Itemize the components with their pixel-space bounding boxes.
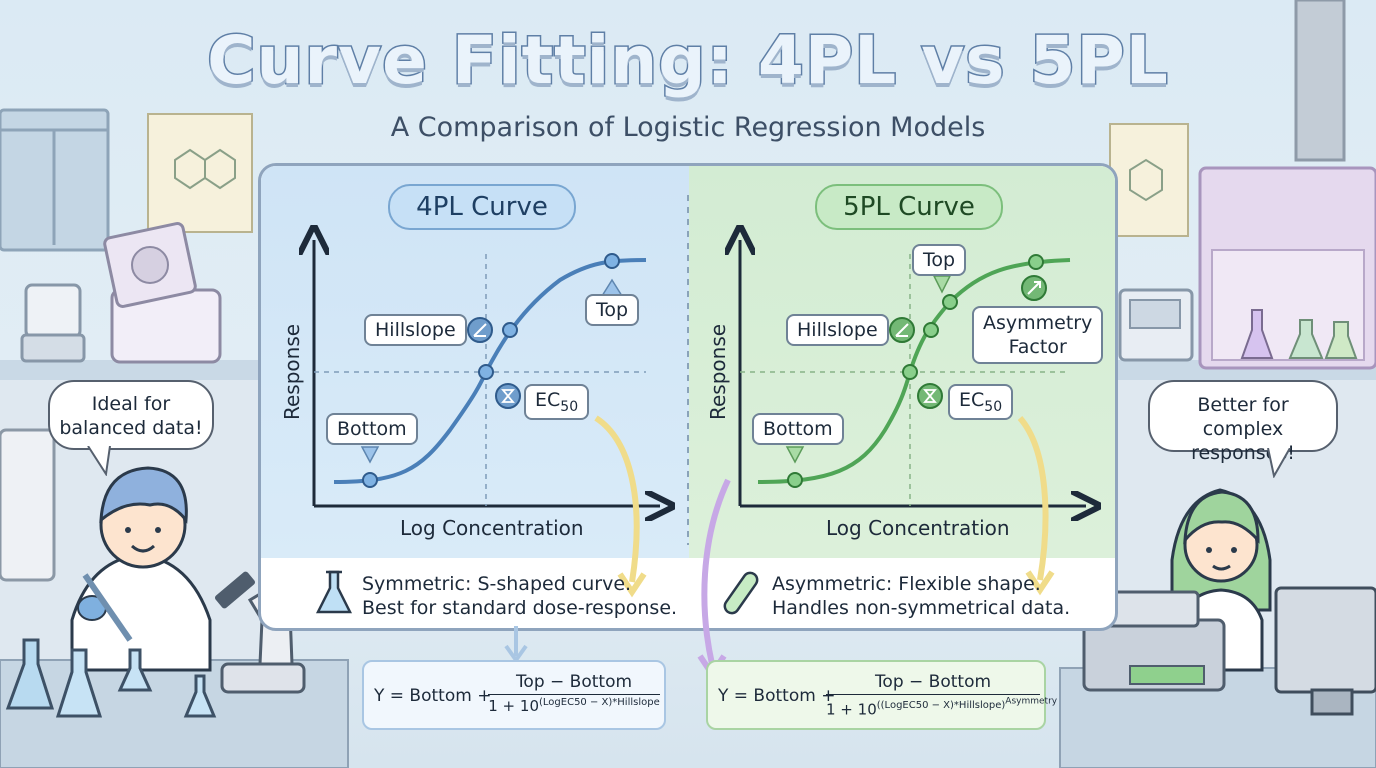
formula-4pl-numerator: Top − Bottom bbox=[488, 672, 660, 695]
speech-tail-right bbox=[1267, 448, 1291, 478]
formula-5pl-numerator: Top − Bottom bbox=[826, 672, 1040, 695]
flasks-left bbox=[5, 638, 217, 718]
formula-4pl: Y = Bottom + Top − Bottom 1 + 10(LogEC50… bbox=[362, 660, 666, 730]
point-hillslope-5pl bbox=[923, 322, 939, 338]
formula-5pl-exponent-inner: ((LogEC50 − X)*Hillslope) bbox=[876, 700, 1006, 712]
label-ec50-5pl: EC50 bbox=[948, 384, 1014, 420]
bottom-pointer-4pl bbox=[360, 446, 380, 464]
arrow-yellow-left bbox=[594, 415, 640, 583]
x-axis-title-4pl: Log Concentration bbox=[400, 516, 584, 540]
formula-5pl-lhs: Y = Bottom + bbox=[718, 686, 836, 706]
label-bottom-4pl: Bottom bbox=[326, 413, 418, 445]
panel-4pl bbox=[261, 166, 689, 558]
point-bottom-4pl bbox=[362, 472, 378, 488]
ec50-sub-4pl: 50 bbox=[560, 398, 579, 415]
formula-5pl-fraction: Top − Bottom 1 + 10((LogEC50 − X)*Hillsl… bbox=[826, 672, 1057, 719]
formula-4pl-exponent: (LogEC50 − X)*Hillslope bbox=[539, 697, 660, 708]
point-asymmetry-5pl bbox=[1028, 254, 1044, 270]
label-hillslope-4pl: Hillslope bbox=[364, 314, 467, 346]
flask-icon-4pl bbox=[315, 570, 353, 614]
arrow-yellow-right bbox=[1017, 416, 1049, 581]
description-5pl-line2: Handles non-symmetrical data. bbox=[772, 597, 1071, 619]
label-top-4pl: Top bbox=[585, 294, 640, 326]
centrifuge bbox=[103, 222, 222, 364]
y-axis-title-4pl: Response bbox=[280, 323, 304, 420]
arrow-purple bbox=[701, 478, 731, 665]
lab-device-right bbox=[1118, 288, 1194, 362]
formula-4pl-lhs: Y = Bottom + bbox=[374, 686, 492, 706]
label-bottom-5pl: Bottom bbox=[752, 413, 844, 445]
x-axis-title-5pl: Log Concentration bbox=[826, 516, 1010, 540]
point-top-marker-5pl bbox=[942, 294, 958, 310]
speech-right-line2: complex responses! bbox=[1191, 418, 1295, 464]
blender bbox=[20, 283, 86, 363]
trash-bin bbox=[0, 428, 56, 582]
speech-left-line2: balanced data! bbox=[59, 417, 203, 439]
description-5pl: Asymmetric: Flexible shape. Handles non-… bbox=[772, 572, 1070, 620]
heading-4pl-curve: 4PL Curve bbox=[388, 184, 576, 230]
formula-5pl-denominator: 1 + 10((LogEC50 − X)*Hillslope)Asymmetry bbox=[826, 695, 1057, 719]
y-axis-title-5pl: Response bbox=[706, 323, 730, 420]
speech-left-line1: Ideal for bbox=[91, 393, 171, 415]
point-ec50-4pl bbox=[478, 364, 494, 380]
asymmetry-glyph-5pl bbox=[1027, 281, 1041, 295]
formula-4pl-base: 1 + 10 bbox=[488, 697, 539, 715]
ec50-text-5pl: EC bbox=[959, 389, 985, 411]
page-subtitle: A Comparison of Logistic Regression Mode… bbox=[390, 112, 986, 143]
scientist-left bbox=[70, 466, 212, 672]
plate-reader bbox=[1082, 590, 1226, 692]
hourglass-glyph-5pl bbox=[923, 389, 937, 403]
ec50-text-4pl: EC bbox=[535, 389, 561, 411]
formula-4pl-fraction: Top − Bottom 1 + 10(LogEC50 − X)*Hillslo… bbox=[488, 672, 660, 715]
top-pointer-5pl bbox=[932, 275, 952, 294]
description-5pl-line1: Asymmetric: Flexible shape. bbox=[772, 573, 1041, 595]
molecule-poster-left bbox=[147, 113, 253, 233]
formula-4pl-denominator: 1 + 10(LogEC50 − X)*Hillslope bbox=[488, 695, 660, 715]
point-hillslope-4pl bbox=[502, 322, 518, 338]
formula-5pl-exponent-asymmetry: Asymmetry bbox=[1005, 697, 1058, 707]
arrow-yellow-right-head bbox=[1025, 570, 1055, 596]
computer-monitor bbox=[1274, 586, 1376, 716]
label-ec50-4pl: EC50 bbox=[524, 384, 590, 420]
label-hillslope-5pl: Hillslope bbox=[786, 314, 889, 346]
speech-bubble-left: Ideal for balanced data! bbox=[48, 380, 214, 450]
point-top-4pl bbox=[604, 253, 620, 269]
speech-tail-left bbox=[87, 446, 111, 476]
ec50-sub-5pl: 50 bbox=[984, 398, 1003, 415]
description-4pl-line1: Symmetric: S-shaped curve. bbox=[362, 573, 632, 595]
slope-glyph-4pl bbox=[473, 323, 487, 337]
point-ec50-5pl bbox=[902, 364, 918, 380]
speech-bubble-right: Better for complex responses! bbox=[1148, 380, 1338, 464]
bottom-pointer-5pl bbox=[785, 446, 805, 464]
formula-5pl-exponent: ((LogEC50 − X)*Hillslope)Asymmetry bbox=[876, 697, 1058, 712]
heading-5pl-curve: 5PL Curve bbox=[815, 184, 1003, 230]
hourglass-glyph-4pl bbox=[501, 389, 515, 403]
label-top-5pl: Top bbox=[912, 244, 967, 276]
asymmetry-line1: Asymmetry bbox=[983, 312, 1093, 334]
formula-5pl-base: 1 + 10 bbox=[826, 700, 877, 719]
test-tube-icon-5pl bbox=[723, 571, 759, 615]
arrow-yellow-left-head bbox=[617, 572, 647, 598]
point-bottom-5pl bbox=[787, 472, 803, 488]
label-asymmetry-factor-5pl: Asymmetry Factor bbox=[972, 306, 1104, 364]
formula-5pl: Y = Bottom + Top − Bottom 1 + 10((LogEC5… bbox=[706, 660, 1057, 730]
slope-glyph-5pl bbox=[895, 323, 909, 337]
fume-hood bbox=[1198, 0, 1376, 370]
flasks-right bbox=[1240, 309, 1358, 359]
arrow-blue-down bbox=[504, 626, 528, 664]
speech-right-line1: Better for bbox=[1197, 394, 1289, 416]
description-4pl: Symmetric: S-shaped curve. Best for stan… bbox=[362, 572, 677, 620]
page-title: Curve Fitting: 4PL vs 5PL bbox=[206, 21, 1170, 101]
description-4pl-line2: Best for standard dose-response. bbox=[362, 597, 678, 619]
wall-cabinet bbox=[0, 108, 110, 252]
asymmetry-line2: Factor bbox=[1008, 336, 1067, 358]
